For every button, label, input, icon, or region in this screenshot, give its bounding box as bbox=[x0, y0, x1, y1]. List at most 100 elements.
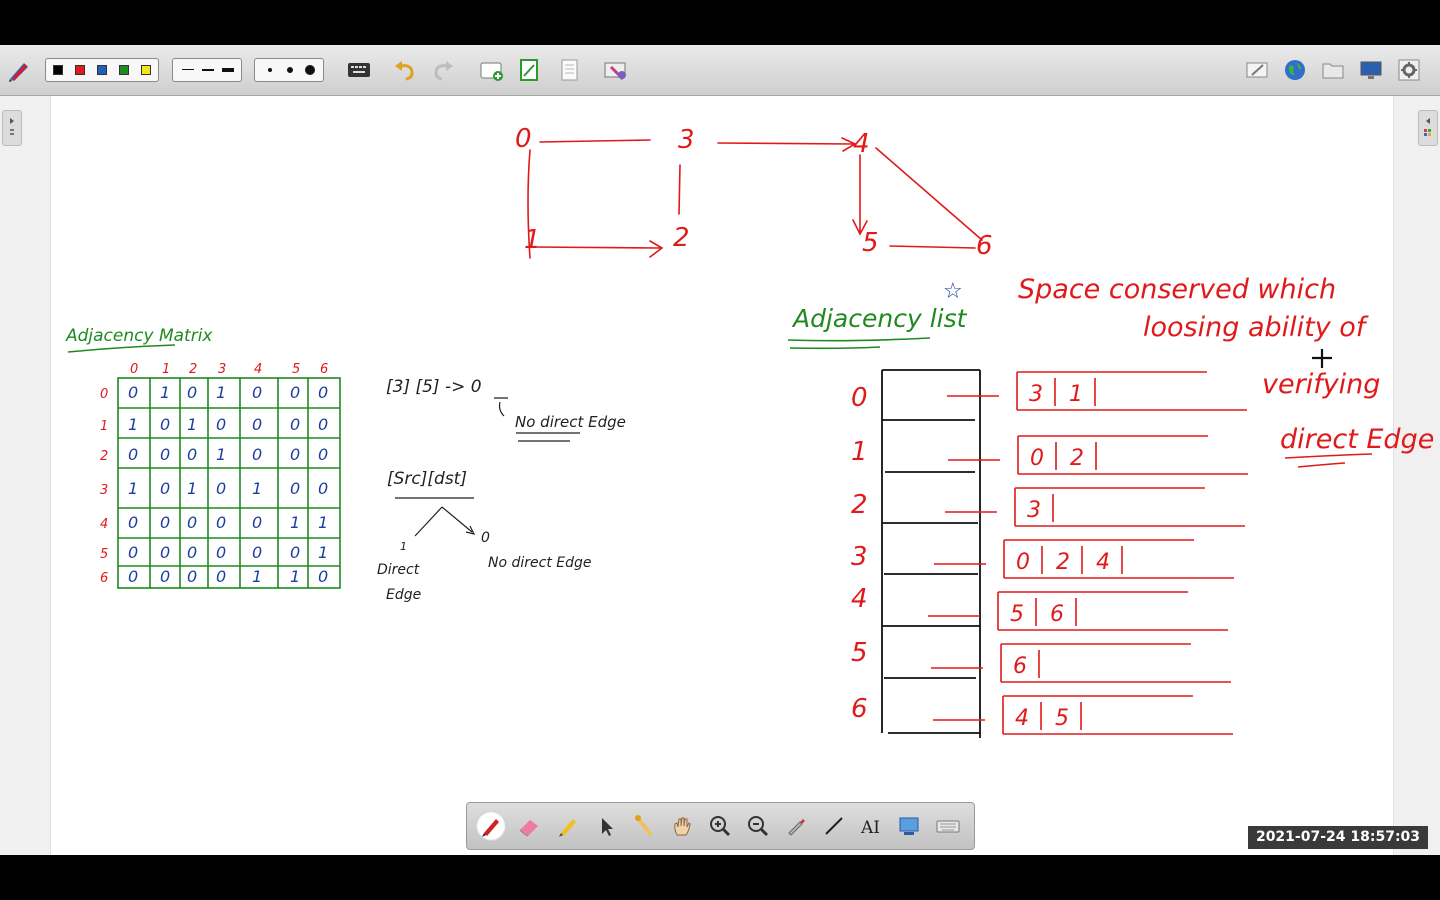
keyboard-icon[interactable] bbox=[346, 57, 372, 83]
matrix-cell: 0 bbox=[128, 445, 138, 464]
matrix-cell: 0 bbox=[128, 383, 138, 402]
adjlist-title: Adjacency list bbox=[791, 304, 968, 333]
adjlist-node-row: 3 bbox=[945, 487, 1245, 527]
note-src-dst: [Src][dst] bbox=[387, 469, 467, 489]
eyedropper-icon[interactable] bbox=[781, 811, 811, 841]
dot-size-small[interactable] bbox=[261, 59, 279, 81]
adjlist-node-value: 1 bbox=[1069, 382, 1083, 407]
pen-icon[interactable] bbox=[476, 811, 506, 841]
adjlist-index: 4 bbox=[851, 584, 868, 614]
matrix-title: Adjacency Matrix bbox=[65, 326, 213, 346]
insert-page-icon[interactable] bbox=[516, 57, 542, 83]
screen-capture-icon[interactable] bbox=[602, 57, 630, 83]
matrix-cell: 0 bbox=[290, 415, 300, 434]
matrix-cell: 1 bbox=[318, 543, 328, 562]
right-panel-toggle[interactable] bbox=[1418, 110, 1438, 146]
color-palette bbox=[45, 58, 159, 82]
expand-left-icon bbox=[1424, 118, 1431, 136]
matrix-cell: 0 bbox=[160, 445, 170, 464]
note-lookup: [3] [5] -> 0 bbox=[386, 377, 482, 397]
line-width-thin[interactable] bbox=[179, 59, 197, 81]
new-page-icon[interactable] bbox=[478, 57, 504, 83]
adjlist-array bbox=[881, 369, 981, 738]
pen-settings-icon[interactable] bbox=[6, 57, 34, 83]
laser-pointer-icon[interactable] bbox=[629, 811, 659, 841]
comment-line-1: Space conserved which bbox=[1018, 274, 1336, 305]
line-width-group bbox=[172, 58, 242, 82]
text-tool-label: AI bbox=[860, 818, 880, 838]
matrix-cell: 0 bbox=[318, 567, 328, 586]
matrix-cell: 0 bbox=[128, 543, 138, 562]
edit-icon[interactable] bbox=[1244, 57, 1270, 83]
screenshot-icon[interactable] bbox=[895, 811, 925, 841]
matrix-col-header: 0 bbox=[130, 362, 138, 377]
matrix-col-header: 4 bbox=[254, 362, 262, 377]
matrix-cell: 0 bbox=[290, 383, 300, 402]
adjlist-node-value: 3 bbox=[1027, 498, 1041, 523]
matrix-cell: 1 bbox=[290, 513, 300, 532]
globe-icon[interactable] bbox=[1282, 57, 1308, 83]
line-icon[interactable] bbox=[819, 811, 849, 841]
matrix-cell: 0 bbox=[252, 445, 262, 464]
text-icon[interactable]: AI bbox=[857, 811, 887, 841]
whiteboard-page[interactable] bbox=[50, 96, 1394, 855]
adjlist-node-value: 3 bbox=[1029, 382, 1043, 407]
matrix-cell: 0 bbox=[128, 513, 138, 532]
adjlist-index: 1 bbox=[851, 437, 868, 467]
color-swatch-yellow[interactable] bbox=[141, 65, 151, 75]
folder-icon[interactable] bbox=[1320, 57, 1346, 83]
line-width-thick[interactable] bbox=[219, 59, 237, 81]
comment-line-3: verifying bbox=[1262, 369, 1380, 400]
display-icon[interactable] bbox=[1358, 57, 1384, 83]
color-swatch-blue[interactable] bbox=[97, 65, 107, 75]
comment-line-4: direct Edge bbox=[1280, 424, 1434, 455]
matrix-cell: 0 bbox=[160, 543, 170, 562]
matrix-cell: 1 bbox=[128, 479, 138, 498]
undo-icon[interactable] bbox=[392, 57, 418, 83]
note-direct-edge-line1: Direct bbox=[377, 562, 420, 578]
matrix-cell: 0 bbox=[216, 415, 226, 434]
graph-node-label: 3 bbox=[678, 125, 695, 155]
pointer-icon[interactable] bbox=[591, 811, 621, 841]
pan-hand-icon[interactable] bbox=[667, 811, 697, 841]
left-panel-toggle[interactable] bbox=[2, 110, 22, 146]
matrix-cell: 1 bbox=[216, 445, 226, 464]
adjlist-node-value: 0 bbox=[1016, 550, 1030, 575]
matrix-cell: 0 bbox=[160, 513, 170, 532]
graph-node-label: 5 bbox=[862, 228, 879, 258]
adjlist-node-row: 6 bbox=[931, 643, 1231, 683]
dot-size-medium[interactable] bbox=[281, 59, 299, 81]
matrix-col-header: 3 bbox=[218, 362, 226, 377]
page-icon[interactable] bbox=[556, 57, 582, 83]
matrix-cell: 0 bbox=[290, 543, 300, 562]
redo-icon[interactable] bbox=[430, 57, 456, 83]
note-no-direct-edge-2: No direct Edge bbox=[488, 555, 592, 571]
matrix-cell: 1 bbox=[252, 479, 262, 498]
graph-node-label: 0 bbox=[515, 124, 532, 154]
graph-node-label: 1 bbox=[524, 225, 541, 255]
window-bottom-bar bbox=[0, 855, 1440, 900]
eraser-icon[interactable] bbox=[514, 811, 544, 841]
color-swatch-black[interactable] bbox=[53, 65, 63, 75]
line-width-medium[interactable] bbox=[199, 59, 217, 81]
color-swatch-red[interactable] bbox=[75, 65, 85, 75]
keyboard-icon[interactable] bbox=[933, 811, 963, 841]
highlighter-icon[interactable] bbox=[553, 811, 583, 841]
color-swatch-green[interactable] bbox=[119, 65, 129, 75]
adjlist-node-value: 2 bbox=[1056, 550, 1070, 575]
matrix-cell: 0 bbox=[160, 479, 170, 498]
settings-icon[interactable] bbox=[1396, 57, 1422, 83]
matrix-cell: 0 bbox=[216, 567, 226, 586]
zoom-out-icon[interactable] bbox=[743, 811, 773, 841]
dot-size-large[interactable] bbox=[301, 59, 319, 81]
matrix-row-header: 6 bbox=[100, 571, 108, 586]
adjlist-index: 3 bbox=[851, 542, 868, 572]
matrix-row-header: 1 bbox=[100, 419, 108, 434]
note-one: 1 bbox=[400, 540, 407, 553]
matrix-cell: 0 bbox=[160, 567, 170, 586]
matrix-col-header: 1 bbox=[162, 362, 170, 377]
zoom-in-icon[interactable] bbox=[705, 811, 735, 841]
matrix-col-header: 5 bbox=[292, 362, 300, 377]
